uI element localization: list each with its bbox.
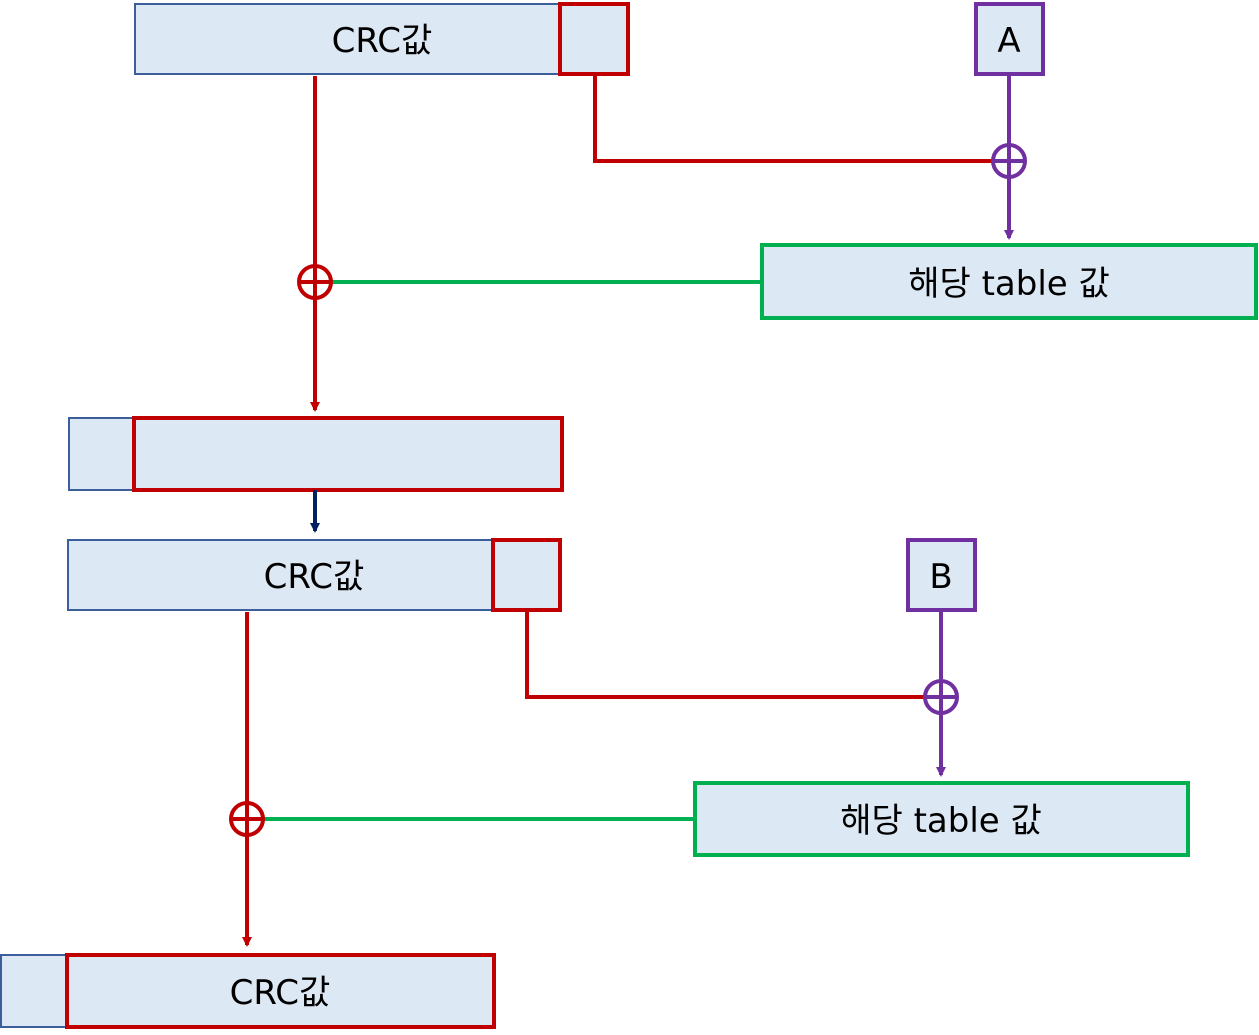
top-byte-line-2 xyxy=(525,612,925,699)
top-byte-box-1 xyxy=(558,2,630,76)
table-value-label-1: 해당 table 값 xyxy=(908,264,1110,304)
input-a-label: A xyxy=(997,21,1020,61)
table-value-box-2 xyxy=(693,781,1190,857)
crc-register-2-label: CRC값 xyxy=(264,557,365,597)
xor-icon xyxy=(229,801,265,837)
final-low-box xyxy=(0,954,68,1028)
top-byte-line-1 xyxy=(593,76,992,163)
input-a-box xyxy=(974,2,1045,76)
top-byte-box-2 xyxy=(491,538,562,612)
final-crc-box xyxy=(65,953,496,1029)
shift-result-box-1 xyxy=(132,416,564,492)
xor-icon xyxy=(923,679,959,715)
input-b-box xyxy=(906,538,977,612)
xor-icon xyxy=(991,143,1027,179)
table-value-box-1 xyxy=(760,243,1258,320)
table-value-label-2: 해당 table 값 xyxy=(840,801,1042,841)
input-b-label: B xyxy=(929,557,952,597)
crc-register-1-label: CRC값 xyxy=(332,21,433,61)
final-crc-label: CRC값 xyxy=(230,973,331,1013)
shift-low-box-1 xyxy=(68,417,136,491)
crc-register-1 xyxy=(134,3,561,75)
xor-icon xyxy=(297,264,333,300)
